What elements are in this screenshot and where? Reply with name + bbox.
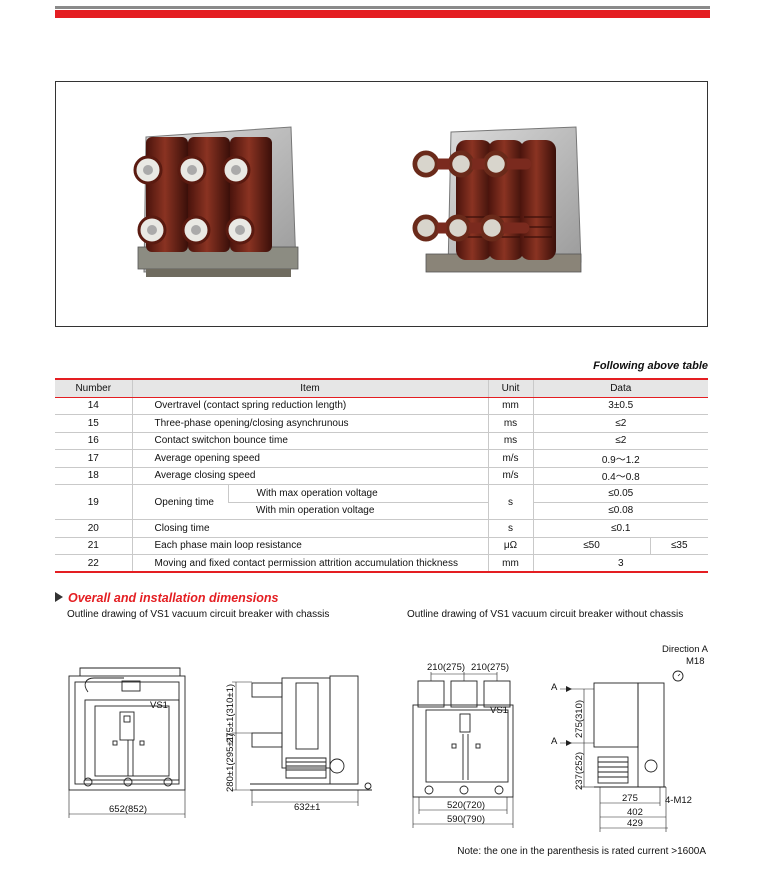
row-unit: mm	[487, 554, 533, 573]
row-item: Contact switchon bounce time	[131, 432, 488, 450]
drawing-front-without-chassis: VS1 210(275) 210(275) 520(720) 590(790)	[412, 662, 514, 828]
drawing-front-with-chassis: VS1 652(852)	[68, 667, 186, 818]
dim-210-b: 210(275)	[471, 662, 509, 673]
footnote: Note: the one in the parenthesis is rate…	[457, 846, 706, 857]
dim-275: 275	[622, 793, 638, 804]
outline-caption-without-chassis: Outline drawing of VS1 vacuum circuit br…	[407, 609, 684, 620]
row-number: 22	[55, 554, 132, 573]
drawing-side-without-chassis: A A 275(310) 237(252) 275 4-M12 402 429	[551, 670, 692, 832]
table-row: 15 Three-phase opening/closing asynchrun…	[55, 414, 708, 433]
header-red-rule	[55, 10, 710, 18]
row-number: 18	[55, 467, 132, 485]
row-item: Overtravel (contact spring reduction len…	[131, 397, 488, 415]
header-data: Data	[532, 378, 708, 398]
row-number: 14	[55, 397, 132, 415]
product-photo-frame	[55, 81, 708, 327]
table-caption: Following above table	[593, 360, 708, 372]
row-number: 17	[55, 449, 132, 468]
row-data-a: ≤50	[532, 537, 650, 555]
row-unit: ms	[487, 432, 533, 450]
breaker-photo-with-chassis	[133, 126, 299, 277]
dim-4m12: 4-M12	[665, 795, 692, 806]
row-number: 16	[55, 432, 132, 450]
dim-275-310: 275(310)	[574, 700, 585, 738]
row-number: 21	[55, 537, 132, 555]
vs1-label-1: VS1	[150, 700, 168, 711]
row-data: 3	[532, 554, 708, 573]
row-data: 0.9～1.2	[532, 449, 708, 468]
table-row: With min operation voltage ≤0.08	[55, 502, 708, 520]
row-item: Opening time	[131, 484, 228, 520]
header-number: Number	[55, 378, 132, 398]
table-header-row: Number Item Unit Data	[55, 378, 708, 398]
row-data: ≤2	[532, 432, 708, 450]
row-unit: mm	[487, 397, 533, 415]
section-title: Overall and installation dimensions	[55, 591, 278, 605]
row-data-min: ≤0.08	[532, 502, 708, 520]
direction-a-label: Direction A	[662, 644, 708, 655]
row-data: ≤2	[532, 414, 708, 433]
row-data: 0.4～0.8	[532, 467, 708, 485]
table-row: 21 Each phase main loop resistance μΩ ≤5…	[55, 537, 708, 555]
row-item: Three-phase opening/closing asynchrunous	[131, 414, 488, 433]
arrow-a-top: A	[551, 682, 558, 693]
outline-caption-with-chassis: Outline drawing of VS1 vacuum circuit br…	[67, 609, 330, 620]
table-row: 22 Moving and fixed contact permission a…	[55, 554, 708, 573]
row-data: 3±0.5	[532, 397, 708, 415]
row-subitem-max: With max operation voltage	[227, 484, 488, 503]
row-data-b: ≤35	[649, 537, 708, 555]
row-number: 19	[55, 484, 132, 520]
dim-402: 402	[627, 807, 643, 818]
row-item: Average closing speed	[131, 467, 488, 485]
row-unit: s	[487, 484, 533, 520]
table-row: 18 Average closing speed m/s 0.4～0.8	[55, 467, 708, 485]
product-photo	[133, 126, 582, 277]
dim-280-295: 280±1(295±1)	[225, 733, 236, 792]
dim-237-252: 237(252)	[574, 752, 585, 790]
row-data: ≤0.1	[532, 519, 708, 538]
drawing-side-with-chassis: 275±1(310±1) 280±1(295±1) 632±1	[225, 675, 372, 813]
row-unit: ms	[487, 414, 533, 433]
table-row: 16 Contact switchon bounce time ms ≤2	[55, 432, 708, 450]
header-unit: Unit	[487, 378, 533, 398]
row-item: Closing time	[131, 519, 488, 538]
row-unit: s	[487, 519, 533, 538]
row-number: 15	[55, 414, 132, 433]
row-unit: m/s	[487, 467, 533, 485]
row-item: Moving and fixed contact permission attr…	[131, 554, 488, 573]
table-row: 19 Opening time With max operation volta…	[55, 484, 708, 520]
row-subitem-min: With min operation voltage	[228, 502, 488, 520]
dim-652: 652(852)	[109, 804, 147, 815]
m18-label: M18	[686, 656, 705, 667]
table-row: 17 Average opening speed m/s 0.9～1.2	[55, 449, 708, 468]
breaker-photo-without-chassis	[412, 126, 582, 273]
table-row: 20 Closing time s ≤0.1	[55, 519, 708, 538]
dim-210-a: 210(275)	[427, 662, 465, 673]
dim-429: 429	[627, 818, 643, 829]
table-row: 14 Overtravel (contact spring reduction …	[55, 397, 708, 415]
dim-275-310-left: 275±1(310±1)	[225, 684, 236, 743]
dim-520: 520(720)	[447, 800, 485, 811]
header-item: Item	[131, 378, 488, 398]
arrow-a-bottom: A	[551, 736, 558, 747]
row-data-max: ≤0.05	[532, 484, 708, 503]
vs1-label-2: VS1	[490, 705, 508, 716]
dim-590: 590(790)	[447, 814, 485, 825]
row-unit: μΩ	[487, 537, 533, 555]
spec-table: Number Item Unit Data 14 Overtravel (con…	[55, 378, 708, 573]
row-item: Each phase main loop resistance	[131, 537, 488, 555]
row-item: Average opening speed	[131, 449, 488, 468]
triangle-bullet-icon	[55, 592, 63, 602]
dim-632: 632±1	[294, 802, 320, 813]
section-title-text: Overall and installation dimensions	[68, 591, 279, 605]
row-number: 20	[55, 519, 132, 538]
row-unit: m/s	[487, 449, 533, 468]
header-gray-rule	[55, 6, 710, 9]
